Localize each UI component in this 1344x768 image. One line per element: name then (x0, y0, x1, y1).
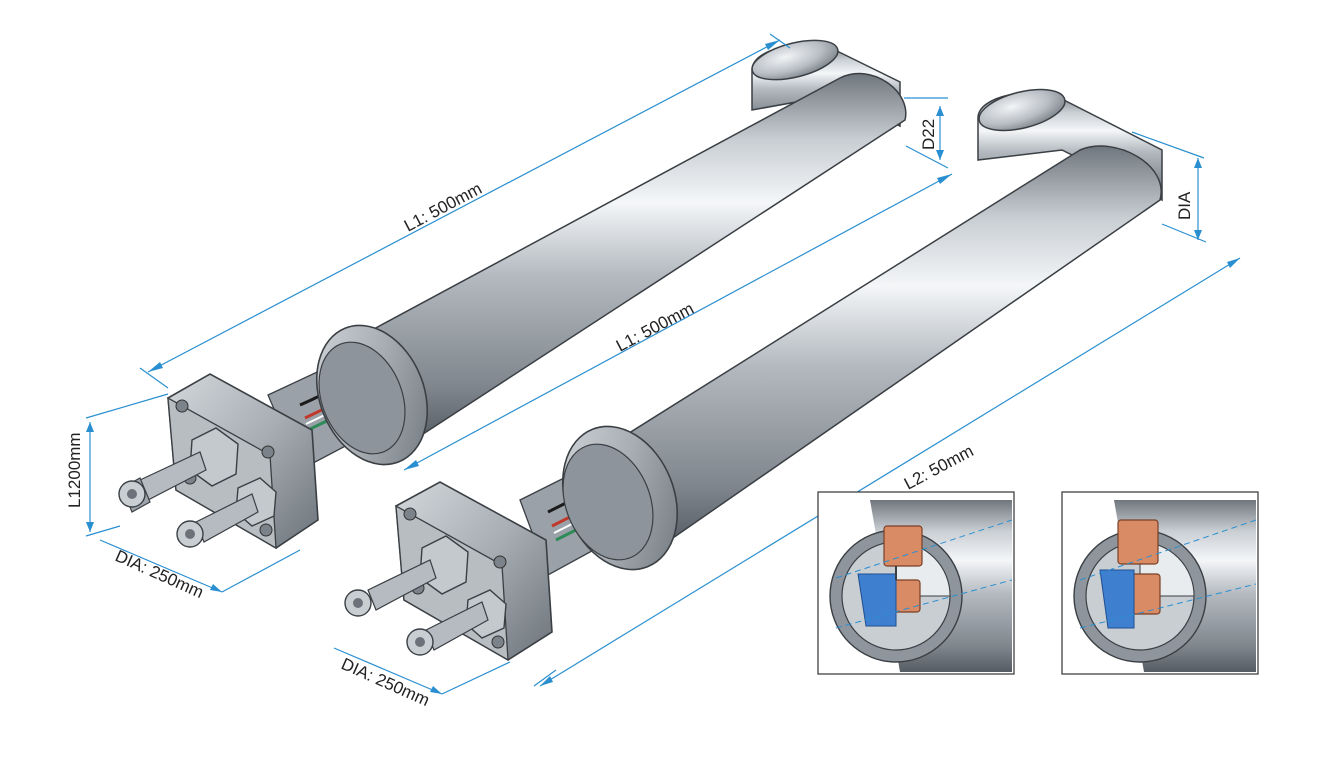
lower-heater-tube (344, 88, 1163, 662)
dimension-height: L1200mm (65, 393, 169, 537)
section-view-right (1061, 491, 1259, 675)
dimension-lower-tip: DIA (1131, 131, 1207, 243)
section-view-left (817, 491, 1015, 675)
upper-tip-diameter-label: D22 (919, 119, 938, 150)
terminal-bolt (118, 451, 207, 513)
lower-length-label: L1: 500mm (613, 299, 697, 356)
dimension-upper-tip: D22 (904, 97, 949, 169)
lower-tip-diameter-label: DIA (1175, 191, 1194, 220)
lower-flange-label: DIA: 250mm (338, 654, 432, 710)
detail-length-label: L2: 50mm (901, 441, 977, 493)
upper-length-label: L1: 500mm (401, 179, 485, 236)
dimension-upper-flange: DIA: 250mm (99, 539, 301, 602)
height-label: L1200mm (65, 432, 84, 508)
terminal-bolt (344, 559, 437, 617)
upper-heater-tube (118, 39, 907, 550)
upper-flange-label: DIA: 250mm (112, 546, 206, 602)
dimension-lower-flange: DIA: 250mm (333, 647, 511, 710)
terminal-bolt (176, 493, 259, 548)
terminal-bolt (406, 601, 489, 656)
